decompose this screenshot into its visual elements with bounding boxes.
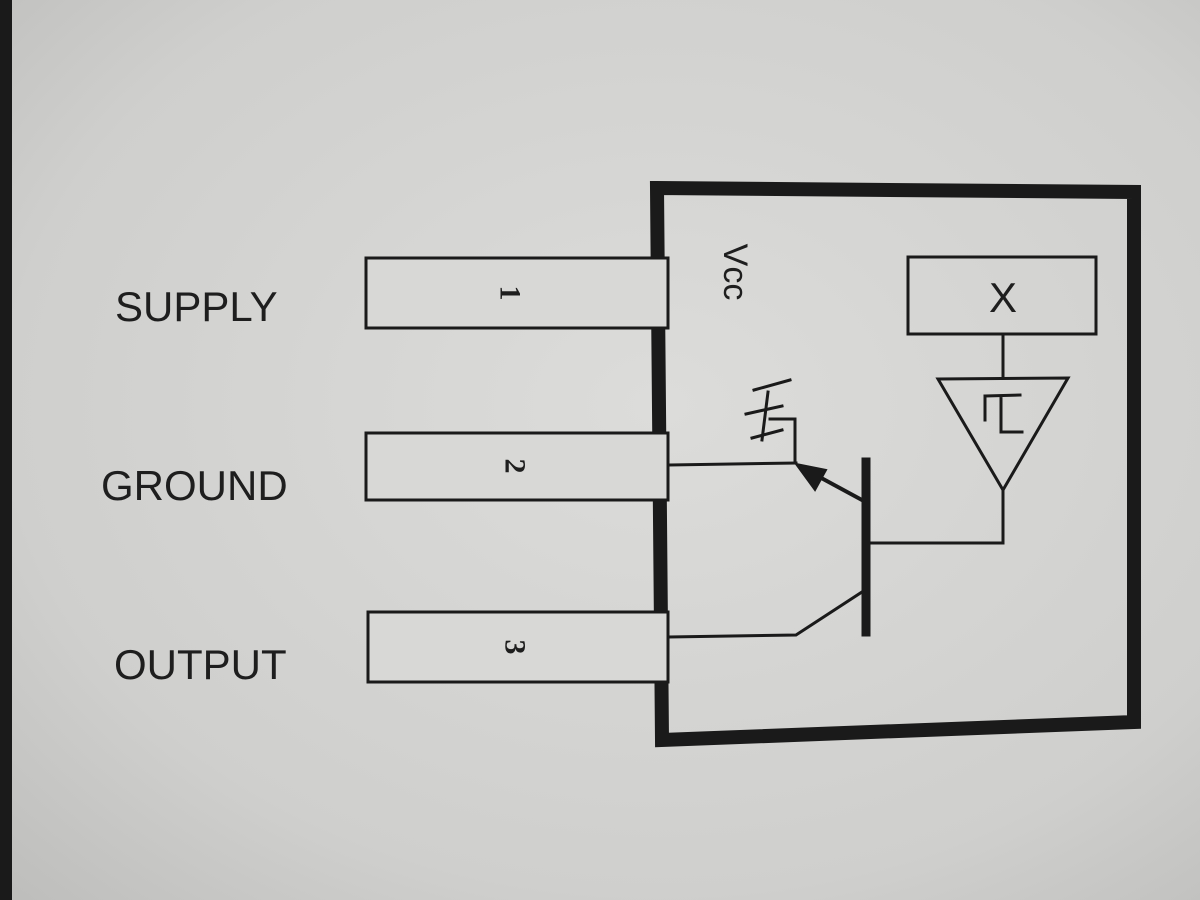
- hysteresis-icon: [983, 393, 1024, 434]
- pin-number-2: 2: [499, 459, 532, 474]
- photo-edge: [0, 0, 12, 900]
- pin-number-3: 3: [499, 640, 532, 655]
- pin-number-1: 1: [494, 286, 527, 301]
- package-outline: [649, 180, 1141, 748]
- hall-element-icon: [744, 378, 797, 465]
- vcc-label: Vcc: [716, 244, 754, 301]
- pin-label-output: OUTPUT: [114, 641, 287, 688]
- pin-3: [366, 610, 670, 684]
- x-block-label: X: [989, 274, 1017, 321]
- pin-1: [364, 256, 670, 330]
- pin-label-supply: SUPPLY: [115, 283, 278, 330]
- emitter-arrow: [793, 462, 828, 492]
- pin-label-ground: GROUND: [101, 462, 288, 509]
- schmitt-trigger-amplifier: [935, 376, 1071, 493]
- pin-2: [364, 431, 670, 502]
